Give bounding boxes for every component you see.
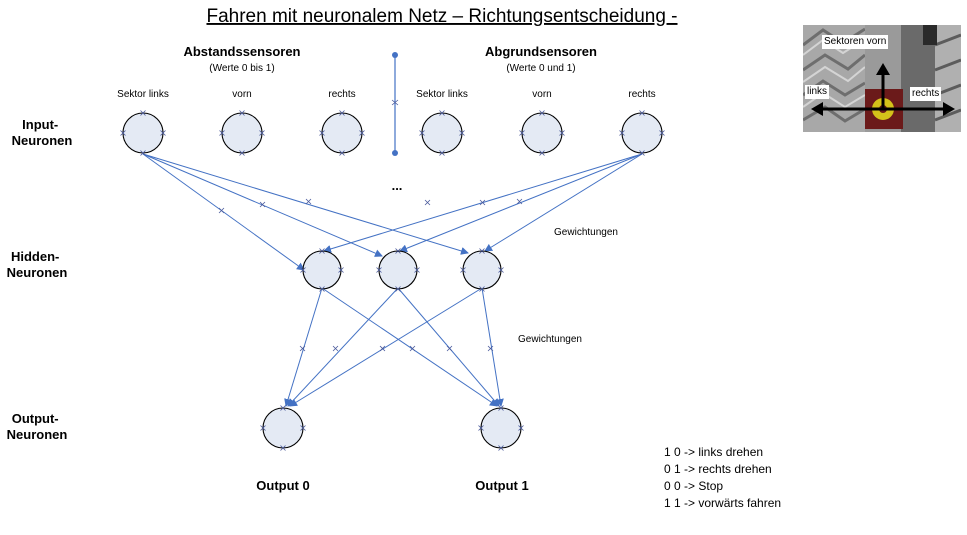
hidden-neurons bbox=[300, 248, 504, 292]
edge-h2-o0 bbox=[289, 287, 483, 407]
robot-sensor-thumbnail: Sektoren vorn links rechts bbox=[803, 25, 961, 132]
legend-line: 0 0 -> Stop bbox=[664, 479, 723, 493]
input-neuron bbox=[519, 110, 565, 156]
more-inputs-ellipsis: ... bbox=[392, 178, 403, 193]
group-separator bbox=[391, 52, 399, 156]
legend-line: 0 1 -> rechts drehen bbox=[664, 462, 772, 476]
thumb-label-right: rechts bbox=[910, 87, 942, 101]
sensor-label-abyss-left: Sektor links bbox=[416, 89, 468, 100]
abyss-sensors-range: (Werte 0 und 1) bbox=[506, 63, 575, 74]
output-neuron bbox=[478, 405, 524, 451]
output-layer-label: Output- Neuronen bbox=[7, 411, 68, 442]
input-neuron bbox=[120, 110, 166, 156]
sensor-label-abyss-front: vorn bbox=[532, 89, 551, 100]
diagram-title: Fahren mit neuronalem Netz – Richtungsen… bbox=[206, 6, 677, 27]
edge-in0-h2 bbox=[142, 153, 469, 255]
edge-h0-o1 bbox=[321, 287, 498, 407]
output-code-legend: 1 0 -> links drehen 0 1 -> rechts drehen… bbox=[664, 445, 781, 510]
legend-line: 1 0 -> links drehen bbox=[664, 445, 763, 459]
output-neurons bbox=[260, 405, 524, 451]
hidden-neuron bbox=[460, 248, 504, 292]
thumb-label-left: links bbox=[805, 85, 830, 99]
input-neurons bbox=[120, 110, 665, 156]
output-0-label: Output 0 bbox=[256, 478, 309, 493]
edge-h1-o0 bbox=[287, 287, 399, 407]
distance-sensors-title: Abstandssensoren bbox=[183, 44, 300, 59]
sensor-label-distance-left: Sektor links bbox=[117, 89, 169, 100]
hidden-to-output-connections bbox=[284, 287, 504, 407]
input-neuron bbox=[619, 110, 665, 156]
hidden-neuron bbox=[376, 248, 420, 292]
weights-label-input-hidden: Gewichtungen bbox=[554, 227, 618, 238]
hidden-layer-label: Hidden- Neuronen bbox=[7, 249, 68, 280]
sensor-label-distance-front: vorn bbox=[232, 89, 251, 100]
output-1-label: Output 1 bbox=[475, 478, 528, 493]
input-layer-label: Input- Neuronen bbox=[12, 117, 73, 148]
legend-line: 1 1 -> vorwärts fahren bbox=[664, 496, 781, 510]
edge-in5-h2 bbox=[484, 153, 643, 252]
sensor-label-abyss-right: rechts bbox=[628, 89, 655, 100]
abyss-sensors-title: Abgrundsensoren bbox=[485, 44, 597, 59]
weight-markers bbox=[218, 198, 523, 352]
input-neuron bbox=[319, 110, 365, 156]
output-neuron bbox=[260, 405, 306, 451]
weights-label-hidden-output: Gewichtungen bbox=[518, 334, 582, 345]
thumb-label-front: Sektoren vorn bbox=[822, 35, 889, 49]
input-neuron bbox=[419, 110, 465, 156]
input-neuron bbox=[219, 110, 265, 156]
sensor-label-distance-right: rechts bbox=[328, 89, 355, 100]
distance-sensors-range: (Werte 0 bis 1) bbox=[209, 63, 274, 74]
hidden-neuron bbox=[300, 248, 344, 292]
